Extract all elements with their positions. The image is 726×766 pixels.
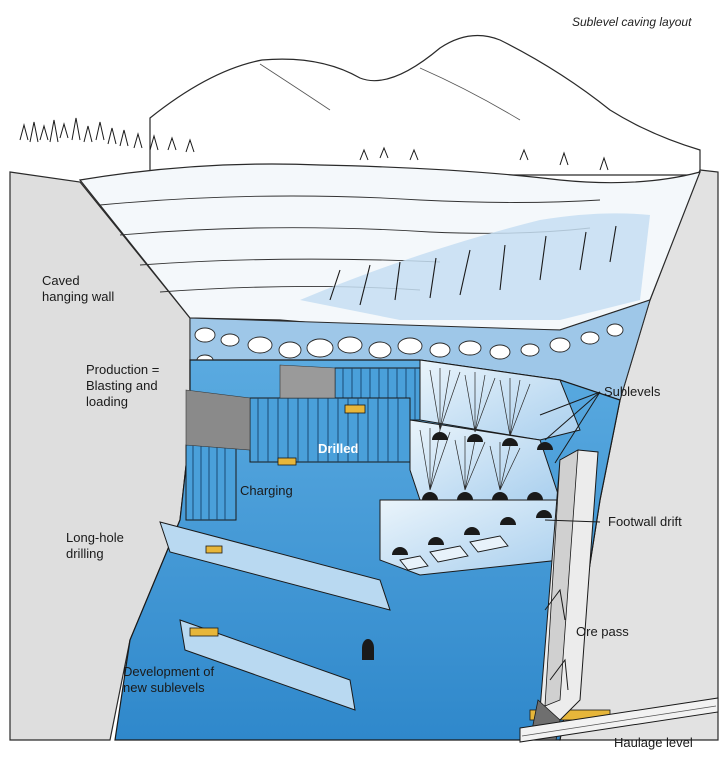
label-development: Development of new sublevels bbox=[123, 664, 215, 695]
tree-line bbox=[19, 117, 609, 171]
haulage-tunnel bbox=[519, 697, 719, 743]
label-caved-hanging-wall: Caved hanging wall bbox=[42, 273, 115, 304]
label-sublevels: Sublevels bbox=[604, 384, 661, 399]
label-haulage-level: Haulage level bbox=[614, 735, 693, 750]
label-footwall-drift: Footwall drift bbox=[608, 514, 682, 529]
label-long-hole-drilling: Long-hole drilling bbox=[66, 530, 124, 561]
label-ore-pass: Ore pass bbox=[576, 624, 629, 639]
leader-lines bbox=[539, 391, 601, 523]
diagram-title: Sublevel caving layout bbox=[572, 15, 692, 29]
footwall-steps bbox=[399, 535, 509, 571]
caved-pit bbox=[78, 163, 701, 331]
development-drifts bbox=[159, 521, 391, 711]
mountain-range bbox=[149, 34, 701, 176]
label-charging: Charging bbox=[240, 483, 293, 498]
production-rubble bbox=[185, 364, 336, 451]
label-drilled: Drilled bbox=[318, 441, 359, 456]
label-production: Production = Blasting and loading bbox=[86, 362, 160, 409]
sublevel-benches bbox=[379, 359, 581, 576]
